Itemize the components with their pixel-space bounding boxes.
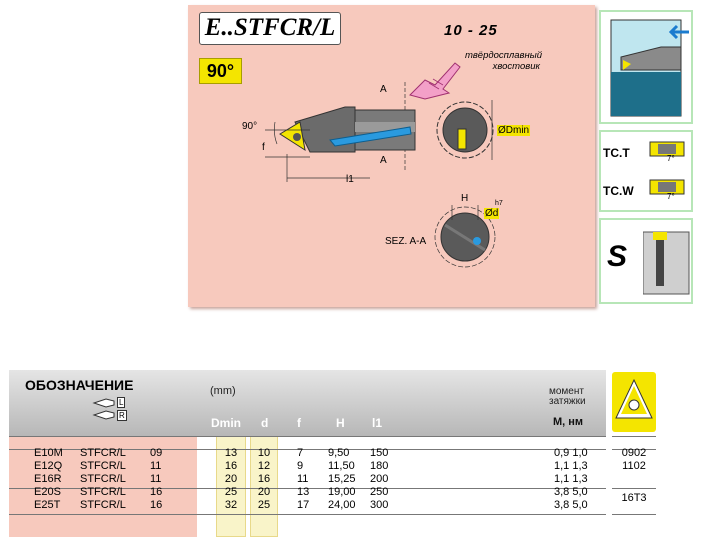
tcw-insert-icon <box>649 179 685 195</box>
dmin-column <box>216 436 246 537</box>
f-label: f <box>262 142 265 153</box>
triangle-insert-icon <box>615 378 653 419</box>
section-label: SEZ. A-A <box>385 236 427 247</box>
d-column <box>250 436 278 537</box>
unit-label: (mm) <box>210 385 236 397</box>
designation-column <box>9 436 197 537</box>
insert-size: 16T3 <box>621 492 647 504</box>
tct-label: TC.T <box>603 146 630 160</box>
insert-type-box: TC.T 7° TC.W 7° <box>599 130 693 212</box>
right-mark: R <box>117 410 127 421</box>
row-divider <box>612 436 656 437</box>
s-label: S <box>607 240 628 273</box>
row-divider <box>9 436 606 437</box>
front-view-drawing <box>436 100 494 160</box>
insert-size: 1102 <box>622 460 646 472</box>
bore-range: 10 - 25 <box>444 22 498 39</box>
col-dmin: Dmin <box>211 416 241 430</box>
torque-label-1: момент <box>549 386 584 397</box>
row-divider <box>9 514 606 515</box>
section-a-top-label: A <box>380 84 387 95</box>
table-row: E12Q STFCR/L 11 16 12 9 11,50 180 1,1 1,… <box>34 460 588 472</box>
hand-pointer-icon <box>409 62 461 100</box>
col-d: d <box>261 416 269 430</box>
angle-badge: 90° <box>199 58 242 84</box>
tcw-deg: 7° <box>667 192 675 201</box>
d-label: Ød <box>484 208 500 219</box>
section-view-drawing <box>434 205 496 268</box>
table-row: E25T STFCR/L 16 32 25 17 24,00 300 3,8 5… <box>34 499 588 511</box>
table-row: E16R STFCR/L 11 20 16 11 15,25 200 1,1 1… <box>34 473 588 485</box>
torque-label-2: затяжки <box>549 396 586 407</box>
h-label: H <box>461 193 469 204</box>
row-divider <box>612 488 656 489</box>
tct-deg: 7° <box>667 154 675 163</box>
left-mark: L <box>117 397 126 408</box>
table-row: E10M STFCR/L 09 13 10 7 9,50 150 0,9 1,0 <box>34 447 588 459</box>
left-right-hand-icon <box>92 398 115 420</box>
h7-label: h7 <box>495 200 503 207</box>
row-divider <box>9 449 606 450</box>
l1-label: l1 <box>346 174 354 185</box>
screw-icon <box>643 231 690 295</box>
col-f: f <box>297 416 301 430</box>
dmin-label: ØDmin <box>497 125 531 136</box>
tcw-label: TC.W <box>603 184 634 198</box>
illustration-panel <box>188 5 595 307</box>
col-torque: M, нм <box>553 416 584 428</box>
col-h: H <box>336 416 345 430</box>
carbide-shank-note-1: твёрдосплавный <box>464 50 542 61</box>
row-divider <box>9 488 606 489</box>
table-row: E20S STFCR/L 16 25 20 13 19,00 250 3,8 5… <box>34 486 588 498</box>
application-box <box>599 10 693 124</box>
screw-clamp-box: S <box>599 218 693 304</box>
angle-label: 90° <box>242 121 258 132</box>
col-l1: l1 <box>372 416 383 430</box>
insert-icon-box <box>612 372 656 432</box>
row-divider <box>612 449 656 450</box>
row-divider <box>612 514 656 515</box>
bore-application-icon <box>610 19 689 117</box>
carbide-shank-note-2: хвостовик <box>492 61 540 72</box>
insert-size: 0902 <box>621 447 647 459</box>
section-a-bottom-label: A <box>380 155 387 166</box>
tct-insert-icon <box>649 141 685 157</box>
boring-bar-drawing <box>265 82 416 182</box>
designation-title: E..STFCR/L <box>199 12 341 45</box>
designation-header: ОБОЗНАЧЕНИЕ <box>25 377 134 393</box>
